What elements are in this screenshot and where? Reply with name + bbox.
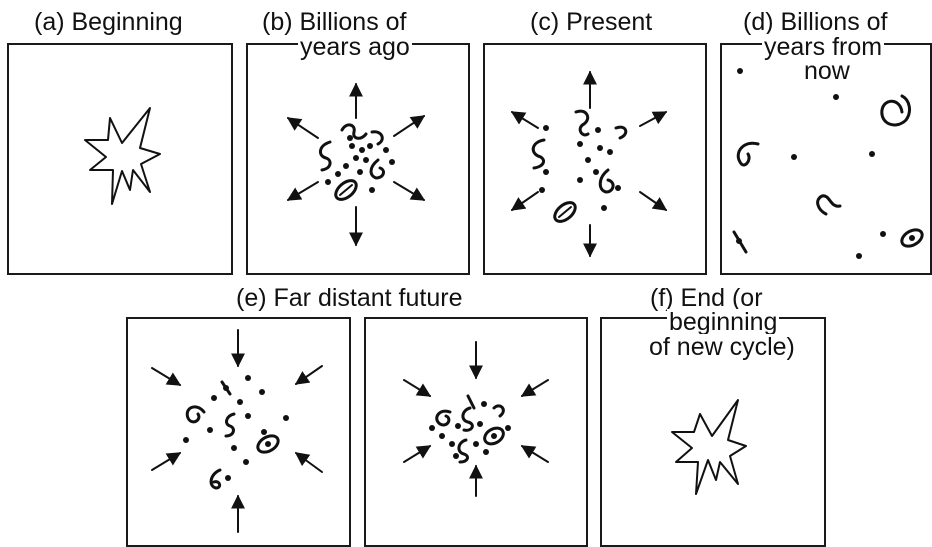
arrow-e1-ul [152, 368, 180, 385]
explosion-icon-a [85, 108, 160, 204]
caption-d-line1: (d) Billions of [743, 9, 888, 35]
caption-b-line2: years ago [298, 34, 412, 60]
cluster-e1 [152, 330, 322, 532]
arrow-e1-ll [152, 453, 180, 470]
arrow-e1-ur [296, 366, 322, 384]
caption-d-line3: now [804, 58, 850, 84]
arrow-c-ur [640, 112, 666, 126]
galaxy-c3 [616, 127, 626, 138]
arrow-e2-ur [522, 380, 548, 396]
arrow-c-ul [512, 112, 538, 128]
caption-b-line1: (b) Billions of [262, 9, 407, 35]
galaxy-d3 [818, 196, 840, 214]
arrow-e1-lr [296, 453, 322, 472]
cluster-b [288, 84, 424, 245]
arrow-c-ll [512, 192, 538, 210]
galaxy-b1 [320, 142, 330, 170]
caption-e: (e) Far distant future [236, 285, 462, 311]
galaxy-c2 [576, 111, 588, 135]
caption-a: (a) Beginning [34, 9, 183, 35]
galaxy-b4 [371, 160, 383, 178]
arrow-b-ul [288, 118, 318, 138]
arrow-e2-ul [404, 380, 430, 396]
scatter-d [734, 68, 925, 259]
caption-c: (c) Present [530, 9, 652, 35]
galaxy-d1 [882, 96, 910, 125]
cluster-c [512, 72, 666, 256]
arrow-b-ll [288, 182, 318, 200]
galaxy-b3 [372, 132, 382, 144]
arrow-b-lr [394, 182, 424, 200]
galaxy-d2 [738, 143, 758, 165]
caption-f-line3: of new cycle) [649, 334, 795, 360]
galaxy-b2 [342, 125, 366, 138]
explosion-icon-f [672, 400, 746, 494]
caption-f-line2: beginning [667, 309, 779, 335]
galaxy-c4 [600, 170, 613, 192]
cluster-e2 [404, 342, 548, 496]
arrow-c-lr [640, 192, 666, 210]
arrow-e2-ll [404, 446, 430, 462]
galaxy-c1 [533, 140, 544, 168]
arrow-b-ur [394, 116, 424, 136]
arrow-e2-lr [522, 446, 548, 462]
